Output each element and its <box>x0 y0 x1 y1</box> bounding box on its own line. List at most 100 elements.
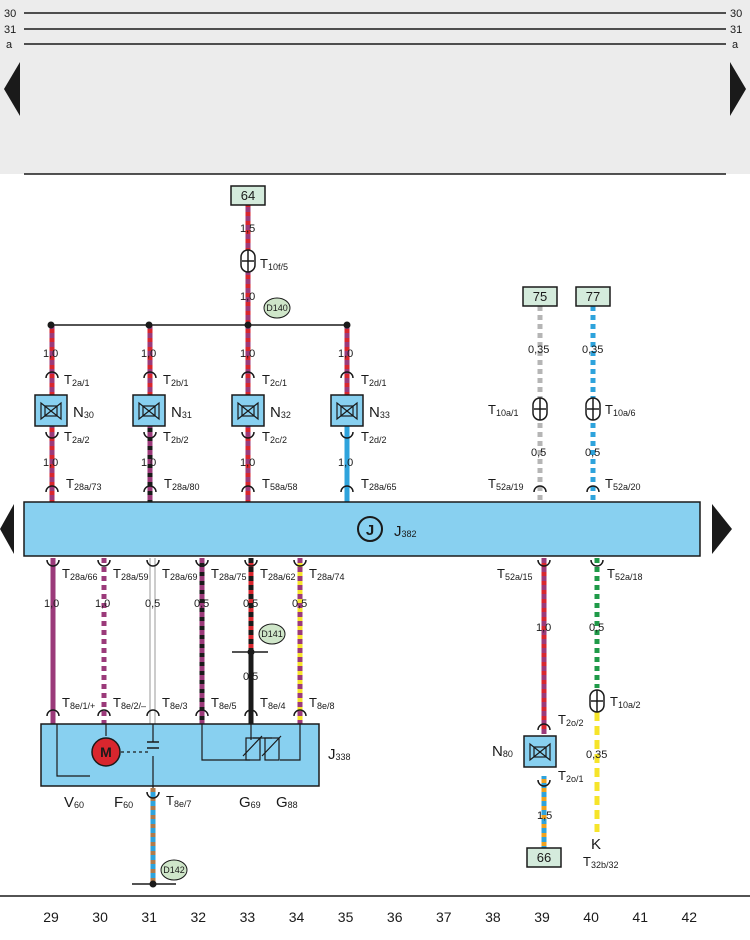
svg-text:1,5: 1,5 <box>240 223 255 235</box>
svg-text:1,0: 1,0 <box>240 457 255 469</box>
connector-label: T28a/80 <box>164 476 199 492</box>
svg-text:0,35: 0,35 <box>582 344 603 356</box>
wire-size-labels: 1,5 1,0 1,0 1,0 1,0 1,0 1,0 1,0 1,0 1,0 … <box>43 223 607 822</box>
connector-label: T8e/5 <box>211 695 236 711</box>
motor-letter: M <box>100 744 112 760</box>
valve-n30[interactable] <box>34 394 68 427</box>
valve-n33-label: N33 <box>369 404 390 421</box>
column-number: 37 <box>436 909 452 925</box>
power-rails-panel: 30 31 a 30 31 a <box>0 0 750 174</box>
connector-label: T2o/2 <box>558 712 583 728</box>
connector-label: T10a/2 <box>610 694 640 710</box>
svg-text:0,5: 0,5 <box>585 447 600 459</box>
ground-point-d140[interactable]: D140 <box>263 297 291 319</box>
connector-label: T8e/4 <box>260 695 285 711</box>
connector-t10a-2-icon <box>589 689 605 713</box>
connector-labels: T10f/5 T2a/1 T2b/1 T2c/1 T2d/1 T2a/2 T2b… <box>62 256 642 870</box>
svg-text:0,5: 0,5 <box>531 447 546 459</box>
svg-text:0,5: 0,5 <box>243 598 258 610</box>
connector-label: T10f/5 <box>260 256 288 272</box>
ground-point-d141[interactable]: D141 <box>258 623 286 645</box>
column-number: 42 <box>682 909 698 925</box>
column-number: 35 <box>338 909 354 925</box>
svg-text:1,0: 1,0 <box>43 457 58 469</box>
diagnostic-k-label: K <box>591 836 601 853</box>
column-number: 33 <box>240 909 256 925</box>
svg-text:0,5: 0,5 <box>292 598 307 610</box>
valve-n80-label: N80 <box>492 743 513 760</box>
ground-point-d142[interactable]: D142 <box>160 859 188 881</box>
terminal-75[interactable]: 75 <box>522 286 558 307</box>
svg-text:1,0: 1,0 <box>338 457 353 469</box>
connector-label: T28a/66 <box>62 566 97 582</box>
terminal-66-label: 66 <box>537 850 551 865</box>
terminal-75-label: 75 <box>533 289 547 304</box>
ground-point-d142-label: D142 <box>163 865 185 875</box>
svg-text:1,0: 1,0 <box>95 598 110 610</box>
connector-label: T28a/75 <box>211 566 246 582</box>
column-number: 34 <box>289 909 305 925</box>
rail-label-a: a <box>6 39 13 51</box>
control-unit-symbol-icon: J <box>366 522 374 539</box>
column-number: 41 <box>632 909 648 925</box>
connector-label: T10a/1 <box>488 402 518 418</box>
connector-label: T28a/69 <box>162 566 197 582</box>
column-number: 38 <box>485 909 501 925</box>
arrow-right-icon[interactable] <box>730 62 746 116</box>
connector-label: T8e/3 <box>162 695 187 711</box>
control-unit-label: J382 <box>394 523 417 540</box>
svg-text:1,0: 1,0 <box>44 598 59 610</box>
valve-n32-label: N32 <box>270 404 291 421</box>
svg-text:0,5: 0,5 <box>145 598 160 610</box>
rail-label-31: 31 <box>4 24 16 36</box>
connector-label: T2b/1 <box>163 372 188 388</box>
connector-label: T28a/59 <box>113 566 148 582</box>
motor-v60-icon[interactable]: M <box>91 737 121 767</box>
connector-t10f-5-icon <box>240 249 256 273</box>
terminal-66[interactable]: 66 <box>526 847 562 868</box>
svg-text:1,0: 1,0 <box>240 291 255 303</box>
svg-text:0,5: 0,5 <box>194 598 209 610</box>
terminal-77[interactable]: 77 <box>575 286 611 307</box>
connector-label: T2c/1 <box>262 372 287 388</box>
column-number: 36 <box>387 909 403 925</box>
svg-text:1,0: 1,0 <box>338 348 353 360</box>
rail-label-30: 30 <box>4 8 16 20</box>
svg-text:1,0: 1,0 <box>536 622 551 634</box>
connector-label: T2b/2 <box>163 429 188 445</box>
connector-label: T2d/1 <box>361 372 386 388</box>
valve-n31[interactable] <box>132 394 166 427</box>
arrow-left-icon[interactable] <box>4 62 20 116</box>
connector-label: T58a/58 <box>262 476 297 492</box>
module-j338[interactable] <box>40 723 320 788</box>
connector-label: T8e/7 <box>166 793 191 809</box>
valve-n33[interactable] <box>330 394 364 427</box>
sensor-g69-label: G69 <box>239 794 261 811</box>
valve-n80[interactable] <box>523 735 557 768</box>
svg-text:1,0: 1,0 <box>43 348 58 360</box>
column-number: 40 <box>583 909 599 925</box>
bus-arrow-right-icon[interactable] <box>712 504 732 554</box>
connector-label: T28a/65 <box>361 476 396 492</box>
terminal-64[interactable]: 64 <box>230 185 266 206</box>
connector-label: T52a/20 <box>605 476 640 492</box>
connector-label: T8e/1/+ <box>62 695 95 711</box>
junction-dots <box>47 321 351 888</box>
svg-text:1,5: 1,5 <box>537 810 552 822</box>
connector-label: T2a/1 <box>64 372 89 388</box>
bus-arrow-left-icon[interactable] <box>0 504 14 554</box>
svg-text:0,35: 0,35 <box>586 749 607 761</box>
svg-text:0,5: 0,5 <box>589 622 604 634</box>
valve-n32[interactable] <box>231 394 265 427</box>
module-j338-label: J338 <box>328 746 351 763</box>
connector-label: T52a/18 <box>607 566 642 582</box>
control-unit-j382[interactable]: J J382 <box>23 501 701 557</box>
terminal-77-label: 77 <box>586 289 600 304</box>
connector-label: T32b/32 <box>583 854 618 870</box>
connector-label: T2c/2 <box>262 429 287 445</box>
connector-label: T2d/2 <box>361 429 386 445</box>
motor-v60-label: V60 <box>64 794 84 811</box>
rail-label-30-right: 30 <box>730 8 742 20</box>
connector-label: T10a/6 <box>605 402 635 418</box>
connector-label: T8e/8 <box>309 695 334 711</box>
